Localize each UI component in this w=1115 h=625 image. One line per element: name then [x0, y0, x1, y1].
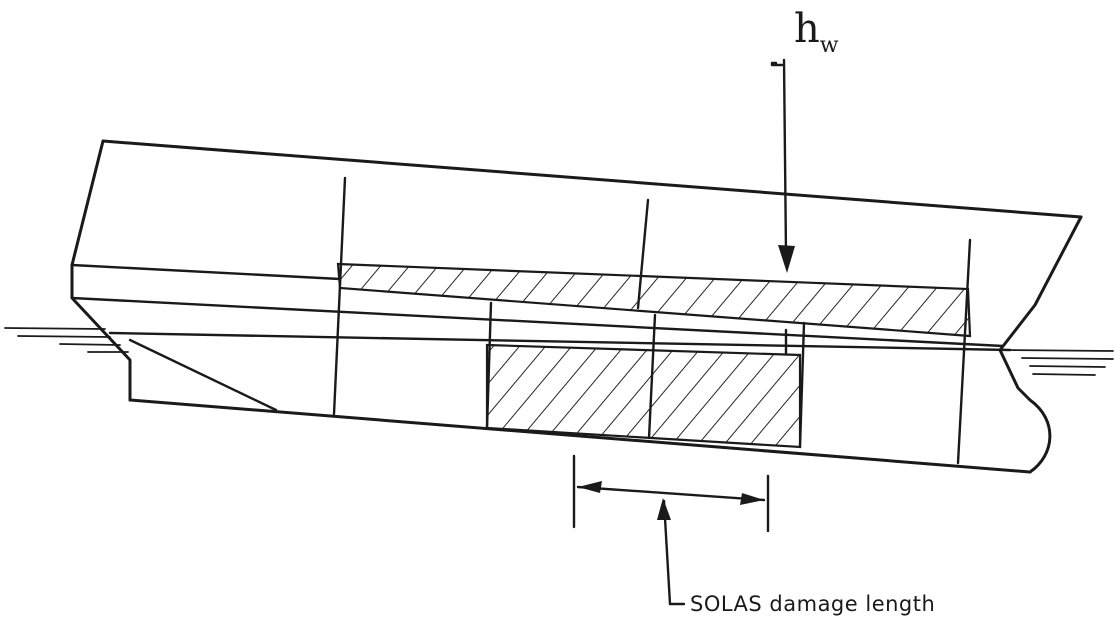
water-head-indicator	[770, 58, 795, 273]
water-surface-right	[999, 349, 1114, 376]
water-head-symbol: h	[794, 6, 820, 52]
water-head-label: hw	[794, 6, 839, 58]
damage-length-label: SOLAS damage length	[690, 592, 935, 616]
damage-length-leader	[657, 498, 686, 606]
damage-length-dimension	[572, 454, 770, 533]
arrow-left-icon	[578, 481, 602, 493]
arrow-down-icon	[778, 245, 795, 273]
arrow-up-icon	[657, 498, 671, 520]
internal-decks	[70, 263, 1012, 352]
arrow-right-icon	[740, 493, 764, 505]
water-head-subscript: w	[820, 33, 839, 58]
bulkheads	[332, 176, 972, 465]
